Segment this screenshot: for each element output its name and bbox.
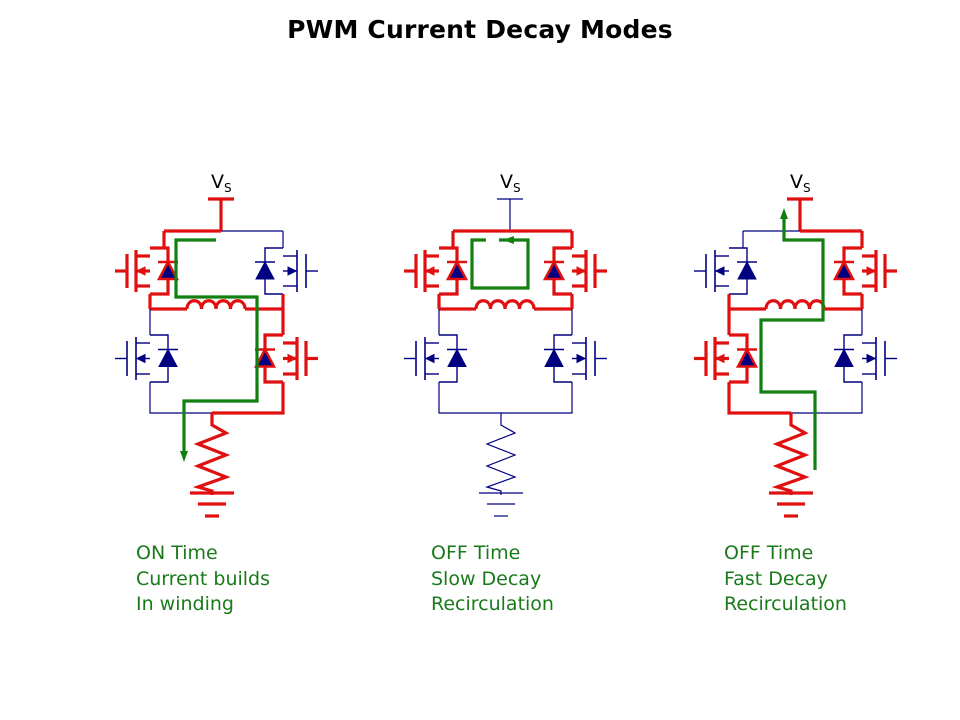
sense-resistor — [485, 413, 517, 495]
supply-label-subscript: S — [803, 181, 811, 195]
caption-line: Slow Decay — [431, 567, 542, 590]
caption-line: OFF Time — [431, 542, 521, 564]
caption-line: Recirculation — [431, 593, 554, 615]
sense-resistor — [192, 413, 231, 495]
mosfet-high-right — [542, 246, 607, 296]
mosfet-low-right — [834, 334, 897, 383]
mosfet-low-left — [404, 334, 467, 383]
mosfet-high-right — [255, 247, 318, 295]
resistor-zigzag-icon — [485, 413, 517, 495]
supply-label: VS — [211, 171, 232, 195]
diode-icon — [158, 348, 178, 367]
caption-line: OFF Time — [724, 542, 814, 564]
h-bridge-fast-decay: VS — [694, 171, 897, 518]
fet-arrow-icon — [135, 266, 146, 276]
caption-fast-decay: OFF Time Fast Decay Recirculation — [724, 541, 847, 618]
page-title: PWM Current Decay Modes — [287, 15, 673, 44]
diode-icon — [156, 259, 180, 281]
current-path — [174, 238, 259, 452]
resistor-zigzag-icon — [192, 413, 231, 495]
supply-label: VS — [500, 171, 521, 195]
current-arrow-icon — [180, 451, 188, 462]
fet-arrow-icon — [576, 353, 587, 364]
caption-line: ON Time — [136, 542, 218, 564]
supply-label: VS — [790, 171, 811, 195]
current-arrow-icon — [503, 236, 514, 244]
sense-resistor — [771, 413, 810, 495]
current-arrow-icon — [780, 208, 788, 219]
diode-icon — [735, 346, 759, 368]
diode-icon — [544, 348, 564, 367]
caption-line: In winding — [136, 593, 234, 615]
fet-arrow-icon — [424, 353, 435, 364]
diode-icon — [255, 260, 275, 280]
ground-icon — [479, 492, 523, 517]
current-path — [470, 238, 530, 290]
bottom-rail-right — [501, 382, 573, 414]
fet-arrow-icon — [424, 266, 435, 276]
bottom-rail-right — [791, 382, 863, 414]
bottom-rail-right — [212, 382, 285, 415]
fet-arrow-icon — [714, 353, 725, 364]
fet-arrow-icon — [576, 266, 587, 276]
current-path — [759, 218, 825, 470]
mosfet-high-left — [404, 246, 469, 296]
fet-arrow-icon — [866, 353, 877, 364]
diode-icon — [447, 348, 467, 367]
inductor-coil-icon — [764, 299, 826, 310]
mosfet-low-left — [694, 333, 759, 384]
diode-icon — [832, 259, 856, 281]
diode-icon — [445, 259, 469, 281]
mosfet-high-right — [832, 246, 897, 296]
caption-line: Current builds — [136, 567, 271, 590]
fet-arrow-icon — [714, 266, 725, 276]
resistor-zigzag-icon — [771, 413, 810, 495]
h-bridge-slow-decay: VS — [404, 171, 607, 517]
diode-icon — [737, 260, 757, 280]
fet-arrow-icon — [866, 266, 877, 276]
mosfet-high-left — [115, 246, 180, 296]
mosfet-low-right — [253, 333, 318, 384]
mosfet-low-left — [115, 334, 178, 383]
fet-arrow-icon — [287, 353, 298, 364]
inductor-coil-icon — [474, 299, 536, 310]
mosfet-low-right — [544, 334, 607, 383]
diode-icon — [253, 346, 277, 368]
diode-icon — [542, 259, 566, 281]
fet-arrow-icon — [135, 353, 146, 364]
ground-icon — [769, 491, 813, 518]
inductor-coil-icon — [185, 299, 247, 310]
caption-on-time: ON Time Current builds In winding — [136, 541, 270, 618]
caption-slow-decay: OFF Time Slow Decay Recirculation — [431, 541, 554, 618]
diode-icon — [834, 348, 854, 367]
supply-label-subscript: S — [513, 181, 521, 195]
bottom-rail-left — [438, 382, 501, 414]
mosfet-high-left — [694, 247, 757, 295]
bottom-rail-left — [727, 382, 791, 415]
caption-line: Recirculation — [724, 593, 847, 615]
caption-line: Fast Decay — [724, 567, 828, 590]
h-bridge-on-time: VS — [115, 171, 318, 518]
fet-arrow-icon — [287, 266, 298, 276]
supply-label-subscript: S — [224, 181, 232, 195]
ground-icon — [190, 491, 234, 518]
bottom-rail-left — [149, 382, 212, 414]
